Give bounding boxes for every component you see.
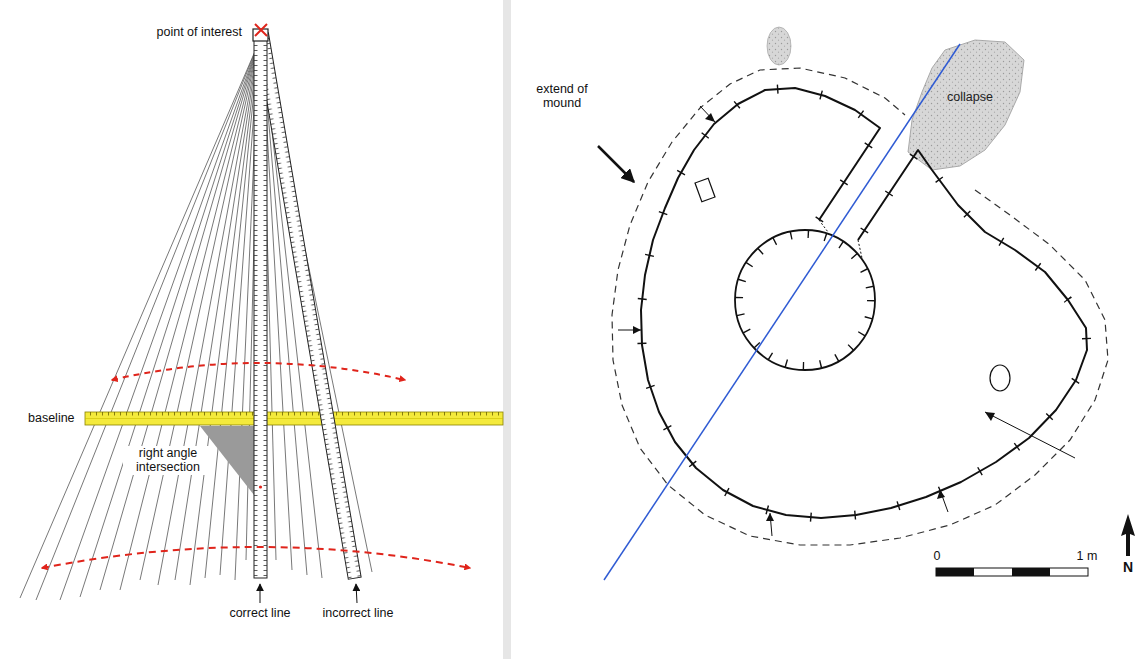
sight-line xyxy=(36,42,259,600)
sight-line xyxy=(120,42,259,590)
mound-outline xyxy=(612,68,1108,545)
sight-line xyxy=(190,42,259,585)
section-marker xyxy=(985,412,995,421)
sight-line xyxy=(205,42,259,578)
sight-line xyxy=(80,42,259,597)
figure-label: 1 m xyxy=(1075,549,1100,563)
section-marker xyxy=(766,513,774,521)
leader-arrow xyxy=(598,146,634,182)
point-marker xyxy=(255,24,267,36)
scale-segment xyxy=(936,568,974,576)
tape-mark xyxy=(259,485,262,488)
scale-bar xyxy=(936,568,1088,576)
tape-centre-line xyxy=(85,418,503,419)
wall-outline xyxy=(641,88,1087,518)
sight-line xyxy=(60,42,259,600)
tape-ticks xyxy=(254,34,267,578)
figure-label: baseline xyxy=(26,411,77,425)
area-label-box: collapse xyxy=(944,88,996,106)
leader-arrow xyxy=(356,584,357,603)
inner-chamber-wall xyxy=(735,230,875,370)
collapse-area xyxy=(908,40,1024,170)
panel-divider xyxy=(503,0,511,659)
area-label: collapse xyxy=(947,90,993,104)
figure-label: right angle intersection xyxy=(123,446,213,475)
upright-stone xyxy=(695,178,715,202)
section-marker xyxy=(633,326,641,334)
alignment-line xyxy=(604,44,960,580)
wall-join xyxy=(858,240,862,258)
swing-arc xyxy=(112,363,405,380)
wall-join xyxy=(819,220,828,232)
swing-arc xyxy=(42,547,470,568)
sight-line xyxy=(158,42,259,585)
figure-label: 0 xyxy=(932,549,943,563)
figure-label: extend of mound xyxy=(525,82,599,111)
stone-patch xyxy=(767,27,791,65)
figure-label: correct line xyxy=(227,606,292,620)
sight-line xyxy=(100,42,259,590)
leader-arrow xyxy=(260,584,261,603)
sight-line xyxy=(140,42,259,580)
correct-tape xyxy=(254,34,267,578)
figure-label: point of interest xyxy=(155,25,244,39)
wall-stones xyxy=(641,88,1087,518)
figure-label: incorrect line xyxy=(321,606,396,620)
section-marker xyxy=(705,113,715,122)
baseline-tape xyxy=(85,412,503,425)
north-arrow xyxy=(1121,514,1135,556)
section-marker xyxy=(700,106,715,122)
tape-body xyxy=(256,33,362,579)
sight-line xyxy=(262,42,307,575)
section-marker xyxy=(937,490,945,499)
incorrect-tape xyxy=(256,33,362,579)
scale-segment xyxy=(1012,568,1050,576)
tape-ticks xyxy=(256,33,362,579)
sight-line xyxy=(20,42,259,598)
point-marker xyxy=(255,24,267,36)
section-marker xyxy=(985,412,1075,458)
tape-ticks xyxy=(85,412,503,425)
sight-lines xyxy=(20,42,372,600)
sight-line xyxy=(175,42,259,580)
upright-stone xyxy=(990,365,1010,391)
sight-line xyxy=(220,42,259,575)
figure-label: N xyxy=(1121,559,1135,575)
